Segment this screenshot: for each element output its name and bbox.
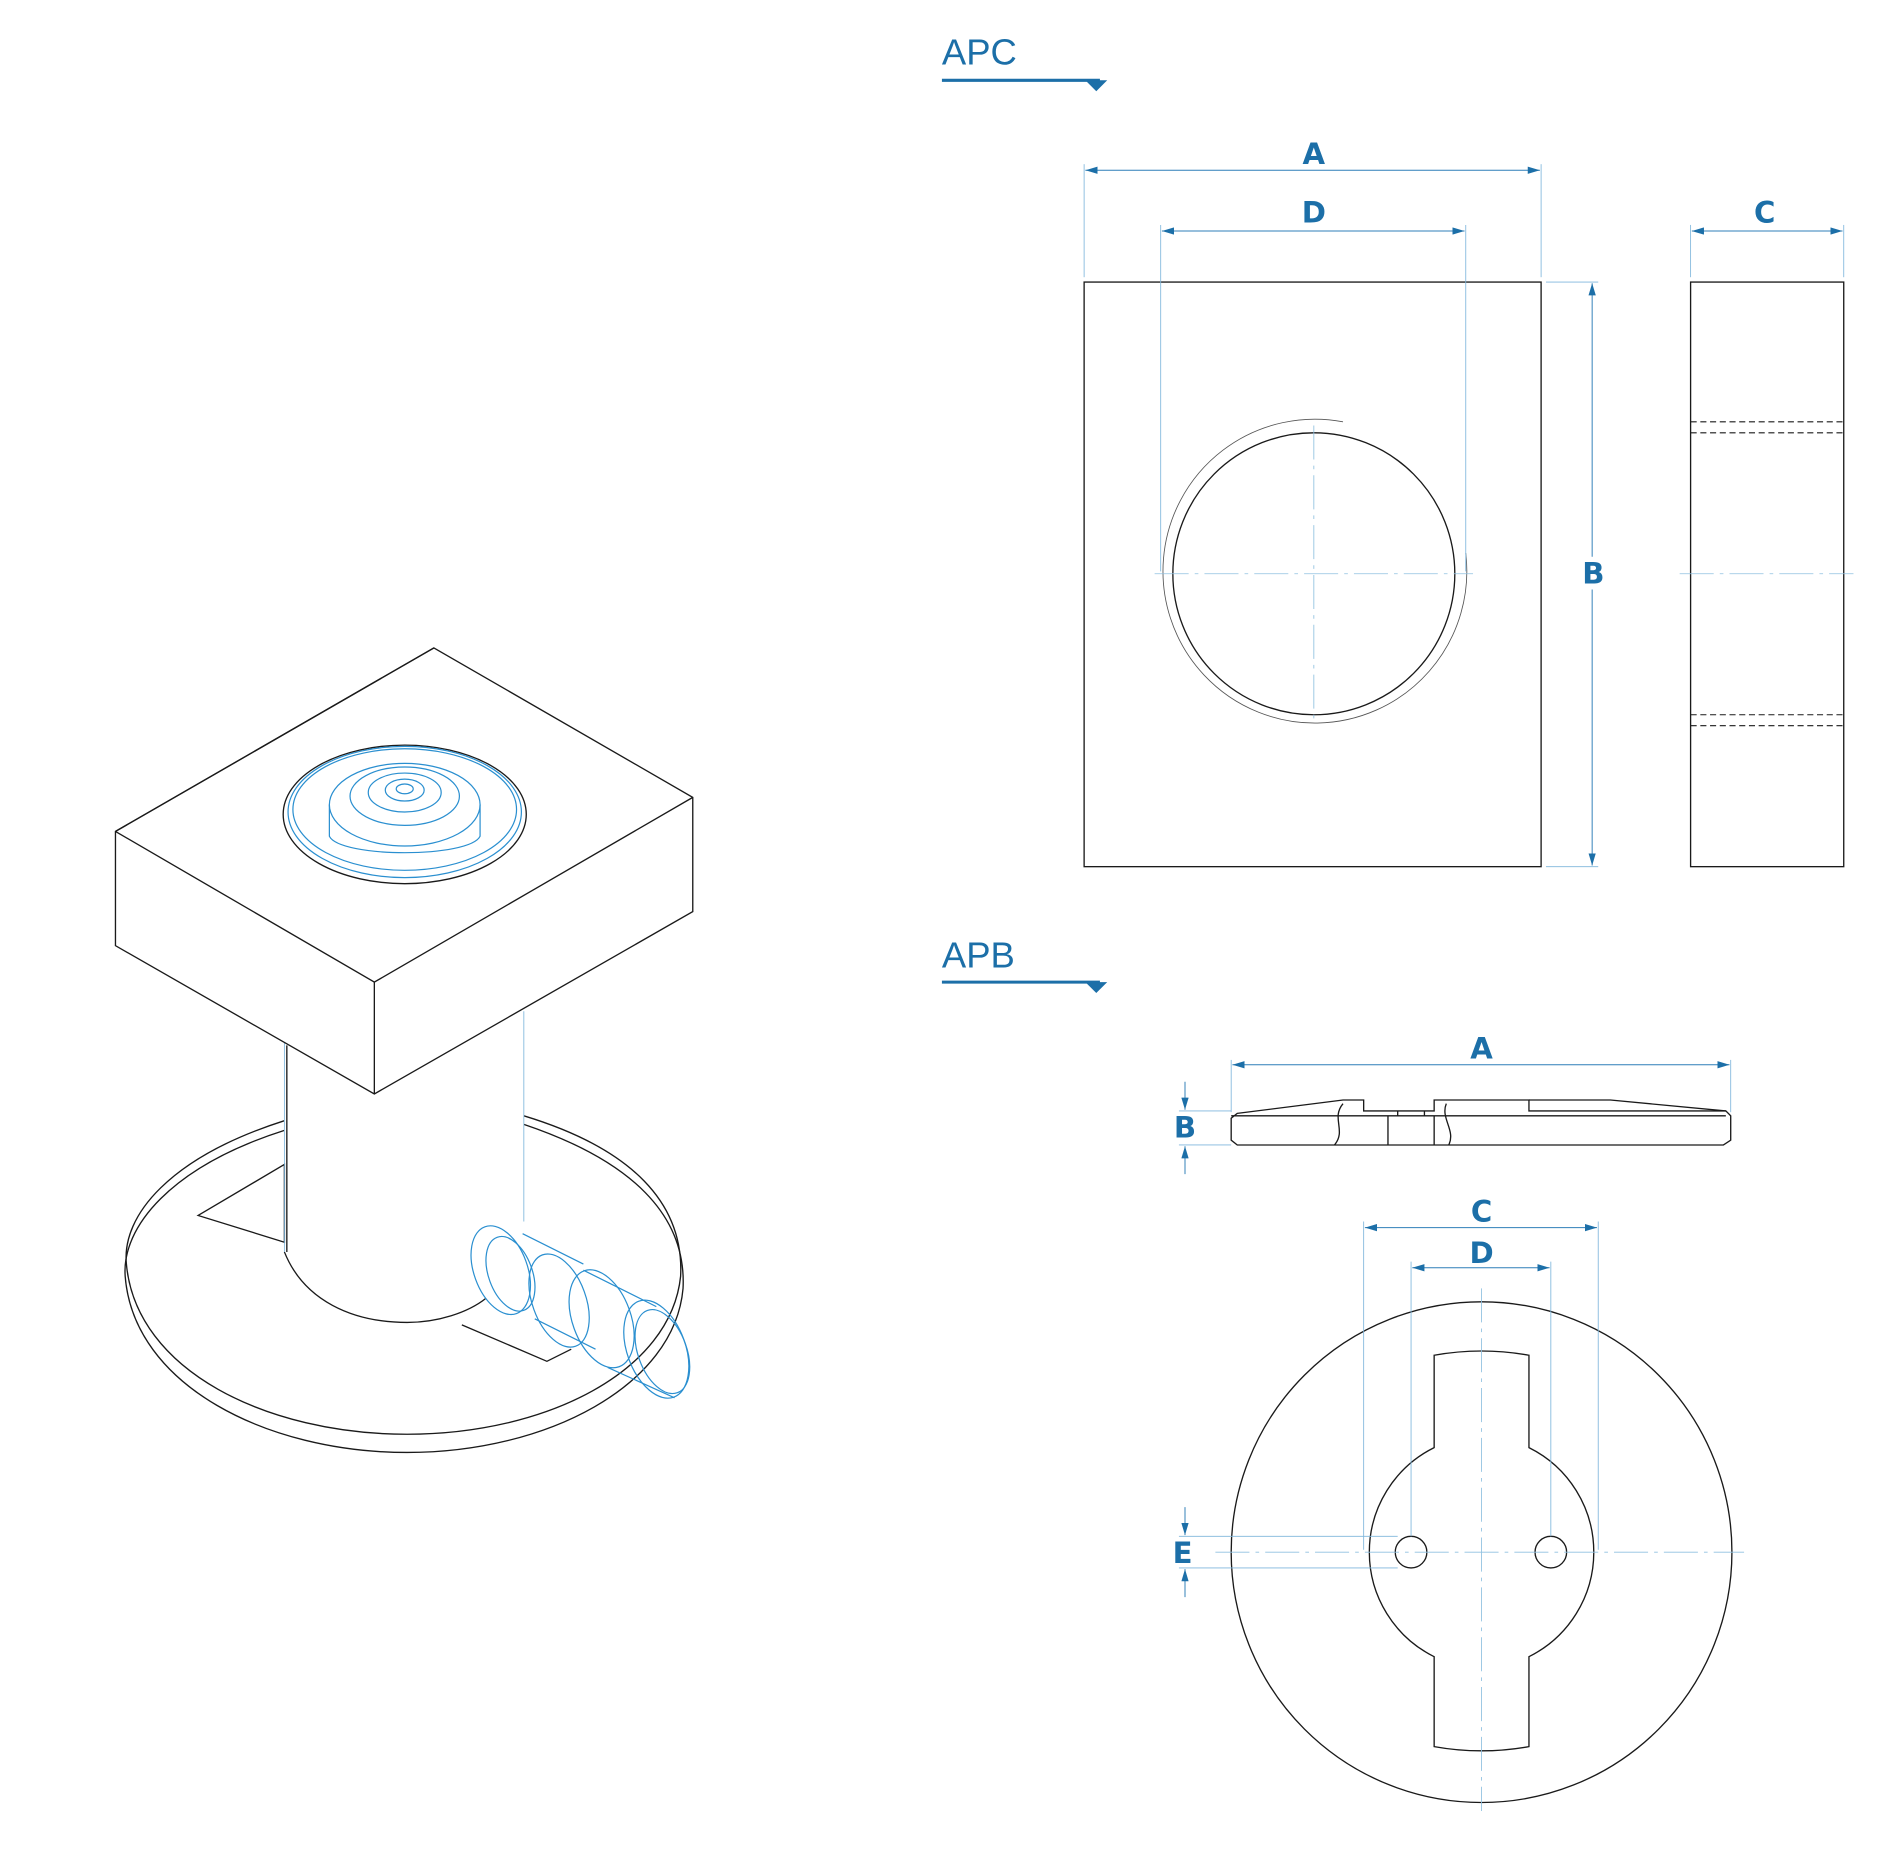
box-block (114, 647, 694, 1095)
apb-section: APB A B C (941, 935, 1745, 1812)
hose-connector (470, 1225, 691, 1399)
column (283, 1011, 525, 1252)
apb-title-arrow-icon (1085, 982, 1108, 994)
apb-keyhole-slot (1368, 1350, 1595, 1752)
apb-side-view (1230, 1099, 1732, 1146)
apc-title: APC (942, 32, 1017, 73)
apb-dim-e-label: E (1173, 1536, 1193, 1570)
apc-title-arrow-icon (1085, 80, 1108, 92)
apb-dim-c-label: C (1471, 1195, 1492, 1229)
base-disc (124, 1115, 684, 1454)
apc-section: APC A D B C (941, 32, 1854, 868)
apc-dim-d-label: D (1302, 196, 1326, 230)
apc-front-view (1083, 281, 1542, 868)
apc-side-view (1689, 281, 1845, 868)
puck (282, 744, 527, 885)
apb-dim-a-label: A (1470, 1032, 1493, 1066)
apb-dim-b-label: B (1174, 1111, 1196, 1145)
isometric-view (114, 647, 694, 1454)
apc-dim-c-label: C (1754, 196, 1775, 230)
apc-dim-a-label: A (1303, 137, 1326, 171)
apc-dim-b-label: B (1582, 556, 1604, 590)
apb-dim-d-label: D (1469, 1236, 1493, 1270)
apc-recess-arc (1162, 418, 1468, 724)
apb-title: APB (942, 935, 1015, 976)
